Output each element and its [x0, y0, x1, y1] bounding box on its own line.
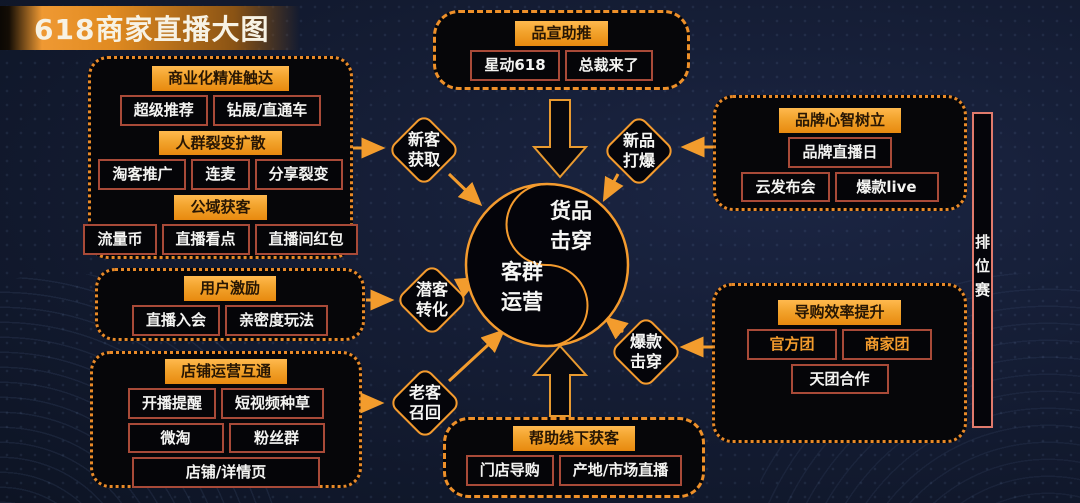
diamond-potential: 潜客 转化: [395, 263, 469, 337]
diamond-label-line: 爆款: [629, 332, 662, 352]
promo-box: 品宣助推 星动618 总裁来了: [433, 10, 690, 90]
diamond-label: 爆款 击穿: [609, 315, 683, 389]
guide-item: 天团合作: [790, 363, 889, 395]
circle-label-goods: 货品 击穿: [545, 196, 597, 256]
promo-item: 星动618: [470, 49, 560, 81]
diamond-label: 新客 获取: [387, 113, 461, 187]
big-arrow-up-offline-to-circle: [531, 344, 589, 417]
diamond-label-line: 打爆: [622, 151, 655, 170]
guide-box: 导购效率提升 官方团 商家团 天团合作: [712, 283, 967, 443]
acquisition-section-items: 淘客推广 连麦 分享裂变: [98, 159, 343, 190]
shop-box: 店铺运营互通 开播提醒 短视频种草 微淘 粉丝群 店铺/详情页: [90, 351, 362, 488]
diamond-hot-item: 爆款 击穿: [609, 315, 683, 389]
big-arrow-down-promo-to-circle: [531, 99, 589, 179]
diamond-label-line: 击穿: [629, 352, 662, 371]
brand-box-header: 品牌心智树立: [778, 108, 901, 133]
promo-item: 总裁来了: [564, 49, 653, 81]
acquisition-item: 钻展/直通车: [212, 94, 322, 126]
brand-box-row: 品牌直播日: [788, 136, 892, 168]
yin-yang-curve: [505, 183, 589, 347]
circle-label-crowd: 客群 运营: [496, 257, 548, 317]
incentive-box-items: 直播入会 亲密度玩法: [131, 304, 329, 336]
acquisition-section-items: 超级推荐 钻展/直通车: [119, 94, 322, 126]
circle-label-crowd-line1: 客群: [501, 260, 543, 284]
diamond-new-product: 新品 打爆: [602, 114, 676, 188]
guide-box-row: 天团合作: [790, 363, 889, 395]
diamond-returning: 老客 召回: [388, 366, 462, 440]
diamond-label: 潜客 转化: [395, 263, 469, 337]
acquisition-section-items: 流量币 直播看点 直播间红包: [83, 223, 358, 255]
shop-box-row: 店铺/详情页: [132, 457, 320, 488]
brand-box: 品牌心智树立 品牌直播日 云发布会 爆款live: [713, 95, 967, 211]
guide-box-row: 官方团 商家团: [747, 328, 932, 360]
acquisition-section-header: 商业化精准触达: [151, 66, 289, 91]
acquisition-item: 超级推荐: [119, 94, 208, 126]
offline-item: 门店导购: [465, 454, 554, 486]
shop-item: 短视频种草: [221, 387, 325, 419]
promo-box-header: 品宣助推: [515, 21, 608, 46]
offline-item: 产地/市场直播: [558, 454, 683, 486]
page-title: 618商家直播大图: [0, 6, 300, 50]
acquisition-item: 直播看点: [161, 223, 250, 255]
guide-box-header: 导购效率提升: [778, 300, 901, 325]
diamond-label-line: 潜客: [415, 280, 448, 300]
acquisition-item: 淘客推广: [98, 159, 187, 190]
brand-item: 云发布会: [741, 171, 830, 203]
diamond-label-line: 获取: [407, 150, 440, 169]
yin-yang-shape: [464, 182, 630, 348]
diamond-label-line: 新品: [622, 131, 655, 151]
circle-label-goods-line1: 货品: [550, 199, 592, 223]
guide-item: 官方团: [747, 328, 837, 360]
shop-item: 粉丝群: [228, 422, 325, 454]
diamond-label: 新品 打爆: [602, 114, 676, 188]
diamond-label-line: 老客: [408, 383, 441, 403]
acquisition-item: 流量币: [83, 223, 157, 255]
incentive-box: 用户激励 直播入会 亲密度玩法: [95, 268, 365, 341]
acquisition-box: 商业化精准触达 超级推荐 钻展/直通车 人群裂变扩散 淘客推广 连麦 分享裂变 …: [83, 56, 358, 259]
circle-label-goods-line2: 击穿: [550, 229, 592, 253]
guide-item: 商家团: [842, 328, 932, 360]
shop-item: 微淘: [127, 422, 224, 454]
brand-item: 品牌直播日: [788, 136, 892, 168]
incentive-box-header: 用户激励: [183, 276, 276, 301]
page-title-text: 618商家直播大图: [34, 13, 270, 46]
diamond-label-line: 转化: [415, 300, 448, 319]
incentive-item: 直播入会: [131, 304, 220, 336]
diamond-label-line: 新客: [407, 130, 440, 150]
acquisition-item: 直播间红包: [254, 223, 358, 255]
ranking-bracket: 排位赛: [972, 112, 993, 428]
shop-box-header: 店铺运营互通: [164, 359, 287, 384]
acquisition-item: 连麦: [191, 159, 250, 190]
diamond-new-customer: 新客 获取: [387, 113, 461, 187]
ranking-bracket-label: 排位赛: [973, 234, 991, 306]
center-circle: 货品 击穿 客群 运营: [462, 180, 632, 350]
offline-box: 帮助线下获客 门店导购 产地/市场直播: [443, 417, 705, 498]
brand-item: 爆款live: [834, 171, 939, 203]
shop-box-row: 微淘 粉丝群: [127, 422, 325, 454]
shop-box-row: 开播提醒 短视频种草: [127, 387, 325, 419]
brand-box-row: 云发布会 爆款live: [741, 171, 939, 203]
incentive-item: 亲密度玩法: [225, 304, 329, 336]
circle-label-crowd-line2: 运营: [501, 290, 543, 314]
promo-box-items: 星动618 总裁来了: [470, 49, 653, 81]
offline-box-header: 帮助线下获客: [512, 426, 635, 451]
shop-item: 店铺/详情页: [132, 457, 320, 488]
acquisition-item: 分享裂变: [254, 159, 343, 190]
diamond-label: 老客 召回: [388, 366, 462, 440]
offline-box-items: 门店导购 产地/市场直播: [465, 454, 683, 486]
diamond-label-line: 召回: [408, 403, 441, 422]
shop-item: 开播提醒: [127, 387, 216, 419]
acquisition-section-header: 人群裂变扩散: [159, 130, 282, 156]
acquisition-section-header: 公域获客: [174, 195, 267, 220]
